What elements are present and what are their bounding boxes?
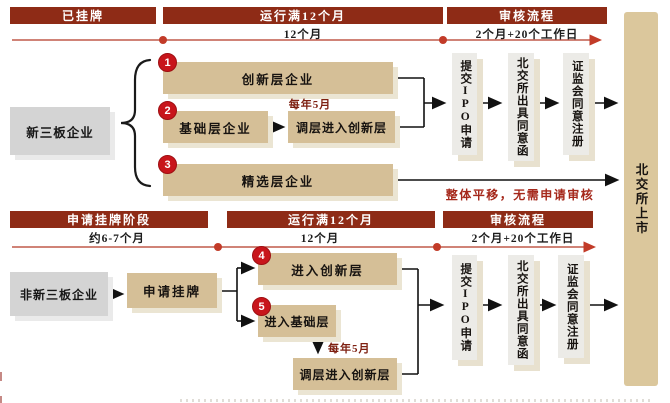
enter-base-box: 进入基础层 [258, 305, 336, 337]
duration-label-12m-bottom: 12个月 [300, 233, 340, 245]
duration-label-review-bottom: 2个月+20个工作日 [471, 233, 575, 245]
step-badge-2: 2 [158, 101, 177, 120]
cropped-source-caption [180, 399, 650, 402]
base-layer-box: 基础层企业 [163, 111, 268, 143]
phase-header-12months-top: 运行满12个月 [163, 7, 443, 24]
select-layer-box: 精选层企业 [163, 164, 393, 196]
bse-consent-box-bottom: 北交所出具同意函 [508, 255, 534, 365]
phase-header-apply: 申请挂牌阶段 [10, 211, 208, 228]
transfer-to-innovation-box-top: 调层进入创新层 [288, 111, 395, 143]
innovation-layer-box: 创新层企业 [163, 62, 393, 94]
cropped-left-mark [0, 396, 2, 403]
phase-header-review-top: 审核流程 [447, 7, 607, 24]
csrc-register-box-top: 证监会同意注册 [563, 53, 589, 155]
csrc-register-box-bottom: 证监会同意注册 [558, 255, 584, 358]
neeq-company-box: 新三板企业 [10, 107, 110, 155]
step-badge-5: 5 [252, 297, 271, 316]
submit-ipo-box-top: 提交IPO申请 [452, 53, 477, 155]
bse-consent-box-top: 北交所出具同意函 [508, 53, 534, 161]
bse-listing-result-box: 北交所上市 [624, 12, 658, 386]
enter-innovation-box: 进入创新层 [258, 253, 397, 285]
apply-listing-box: 申请挂牌 [127, 273, 217, 308]
duration-label-review-top: 2个月+20个工作日 [475, 29, 579, 41]
annual-may-label-top: 每年5月 [288, 99, 332, 111]
step-badge-1: 1 [158, 53, 177, 72]
phase-header-listed: 已挂牌 [10, 7, 156, 24]
timeline-dot [214, 243, 222, 251]
annual-may-label-bottom: 每年5月 [328, 343, 371, 355]
submit-ipo-box-bottom: 提交IPO申请 [452, 255, 477, 360]
duration-label-6-7m: 约6-7个月 [89, 233, 145, 245]
curly-brace [120, 58, 152, 188]
timeline-dot [159, 36, 167, 44]
step-badge-4: 4 [252, 246, 271, 265]
phase-header-review-bottom: 审核流程 [443, 211, 593, 228]
step-badge-3: 3 [158, 155, 177, 174]
duration-label-12m-top: 12个月 [283, 29, 323, 41]
transfer-to-innovation-box-bottom: 调层进入创新层 [293, 358, 397, 390]
non-neeq-company-box: 非新三板企业 [10, 272, 108, 316]
phase-header-12months-bottom: 运行满12个月 [227, 211, 435, 228]
cropped-left-mark [0, 372, 2, 381]
bypass-note: 整体平移，无需申请审核 [445, 188, 595, 202]
